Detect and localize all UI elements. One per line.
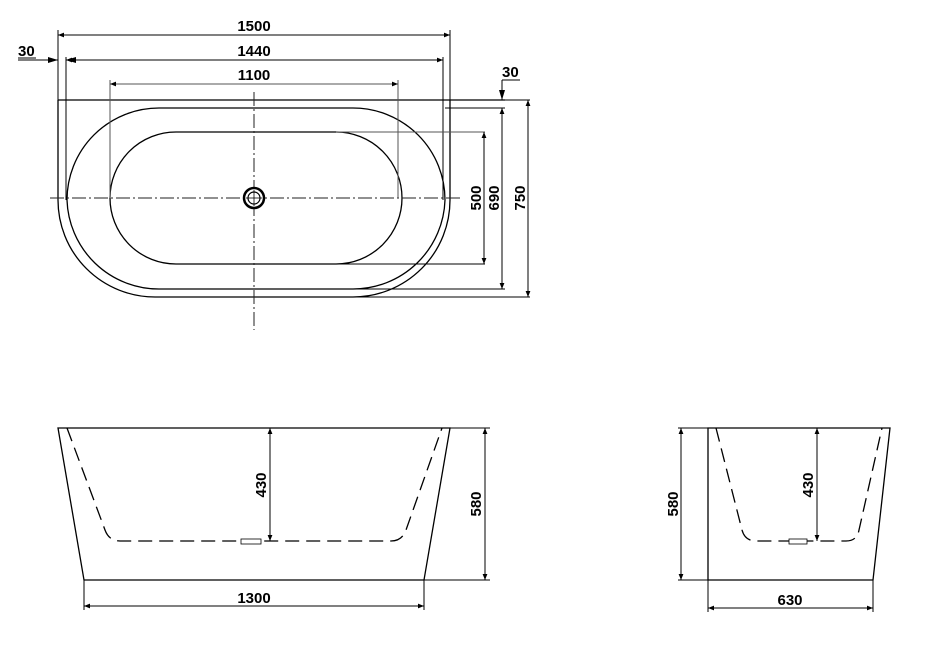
dim-front-height: 580 [468, 491, 485, 516]
plan-view: 1500 1440 1100 30 30 500 690 750 [18, 18, 531, 330]
dim-rim-left: 30 [18, 43, 35, 60]
dim-base-width: 630 [777, 592, 802, 609]
dim-side-height: 580 [665, 491, 682, 516]
dim-inner-width: 690 [486, 185, 503, 210]
dim-side-depth: 430 [800, 472, 817, 497]
side-basin-hidden-line [715, 427, 883, 542]
inner-rim-outline [66, 107, 446, 290]
dim-front-depth: 430 [253, 472, 270, 497]
dim-overall-width: 750 [512, 185, 529, 210]
dim-overall-length: 1500 [237, 18, 270, 35]
dim-inner-rim-length: 1440 [237, 43, 270, 60]
side-shell-outline [707, 427, 891, 581]
drain-icon [240, 538, 262, 545]
dim-base-length: 1300 [237, 590, 270, 607]
dim-rim-right: 30 [502, 64, 519, 81]
drain-icon [788, 538, 808, 545]
front-elevation: 430 580 1300 [57, 427, 490, 610]
dim-basin-width: 500 [468, 185, 485, 210]
drain-icon [242, 186, 266, 210]
dim-basin-length: 1100 [238, 67, 271, 84]
front-shell-outline [57, 427, 451, 581]
side-elevation: 430 580 630 [665, 427, 891, 612]
